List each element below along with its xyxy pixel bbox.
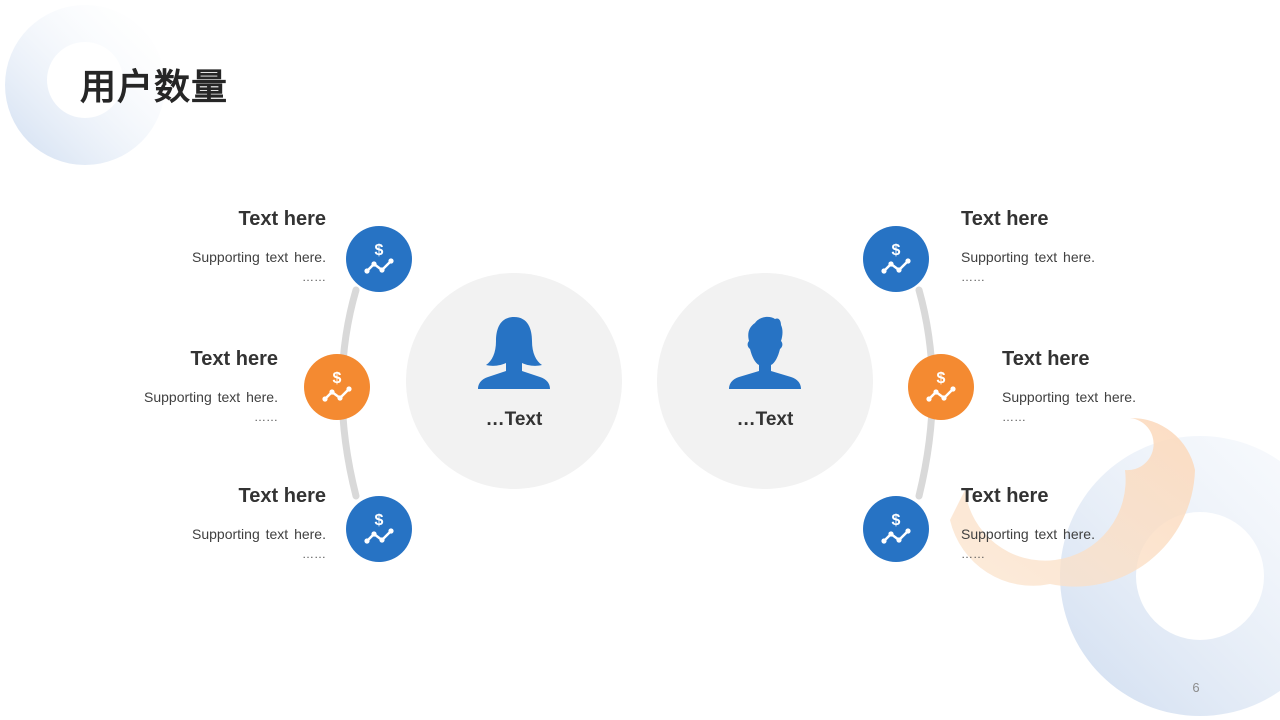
item-heading: Text here [961,485,1049,507]
dollar-chart-icon: $ [881,512,911,544]
page-number: 6 [1192,680,1200,695]
svg-text:$: $ [937,370,946,387]
item-ellipsis: …… [961,270,985,284]
left-item-1-icon-circle: $ [346,226,412,292]
dollar-chart-icon: $ [881,242,911,274]
left-item-1: Text here Supporting text here. …… [126,207,326,284]
item-supporting-text: Supporting text here. [961,526,1095,542]
right-item-3-icon-circle: $ [863,496,929,562]
item-ellipsis: …… [302,270,326,284]
item-supporting-text: Supporting text here. [961,249,1095,265]
item-ellipsis: …… [254,410,278,424]
item-heading: Text here [238,208,326,230]
item-supporting-text: Supporting text here. [192,526,326,542]
left-item-3: Text here Supporting text here. …… [126,484,326,561]
item-heading: Text here [238,485,326,507]
item-heading: Text here [190,348,278,370]
left-item-2: Text here Supporting text here. …… [78,347,278,424]
dollar-chart-icon: $ [364,242,394,274]
female-profile-circle: …Text [406,273,622,489]
left-item-3-icon-circle: $ [346,496,412,562]
svg-text:$: $ [375,242,384,259]
page-title: 用户数量 [80,67,229,108]
item-heading: Text here [961,208,1049,230]
item-ellipsis: …… [1002,410,1026,424]
left-item-2-icon-circle: $ [304,354,370,420]
right-item-1-icon-circle: $ [863,226,929,292]
right-item-2: Text here Supporting text here. …… [1002,347,1202,424]
male-user-icon [729,316,801,389]
male-profile-circle: …Text [657,273,873,489]
item-ellipsis: …… [961,547,985,561]
right-item-3: Text here Supporting text here. …… [961,484,1161,561]
right-item-2-icon-circle: $ [908,354,974,420]
svg-text:$: $ [375,512,384,529]
profile-label: …Text [485,409,543,430]
right-item-1: Text here Supporting text here. …… [961,207,1161,284]
dollar-chart-icon: $ [926,370,956,402]
dollar-chart-icon: $ [364,512,394,544]
item-supporting-text: Supporting text here. [1002,389,1136,405]
svg-text:$: $ [892,512,901,529]
item-supporting-text: Supporting text here. [192,249,326,265]
svg-text:$: $ [333,370,342,387]
dollar-chart-icon: $ [322,370,352,402]
item-supporting-text: Supporting text here. [144,389,278,405]
profile-label: …Text [736,409,794,430]
item-heading: Text here [1002,348,1090,370]
female-user-icon [478,317,550,389]
item-ellipsis: …… [302,547,326,561]
svg-text:$: $ [892,242,901,259]
